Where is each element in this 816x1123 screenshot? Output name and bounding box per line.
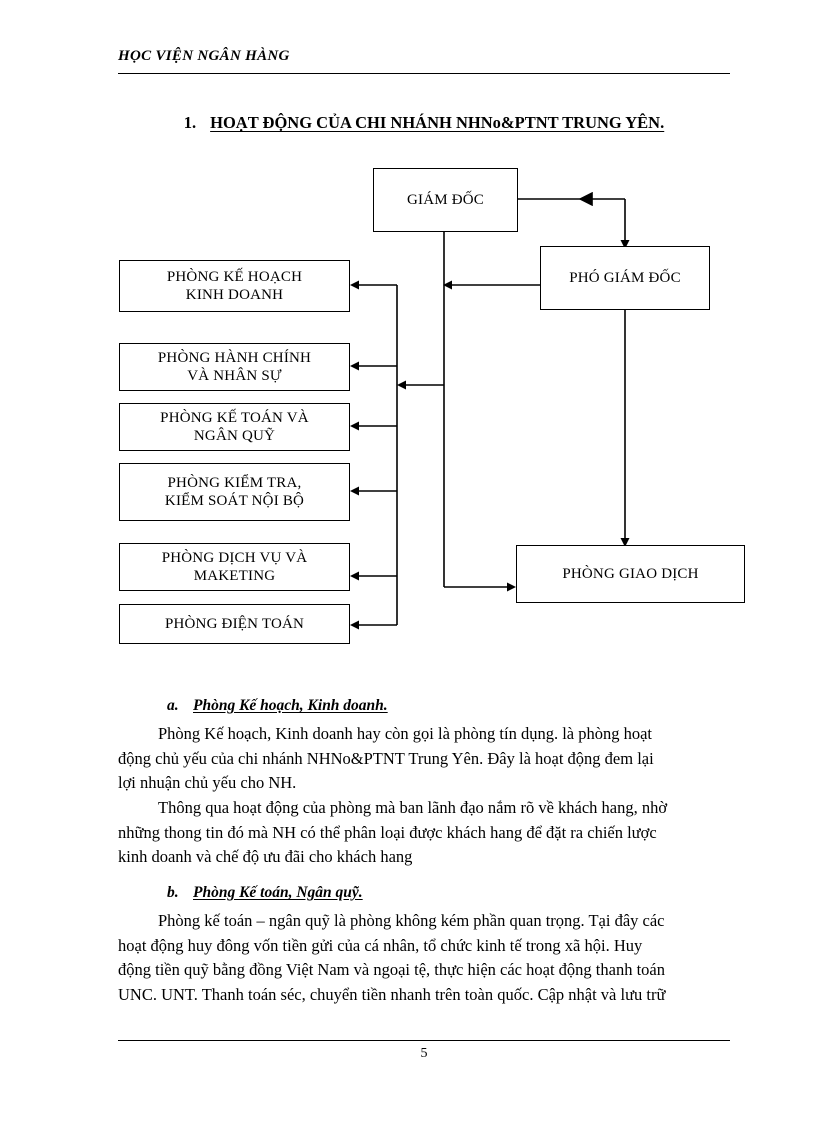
org-node-deputy-director-label: PHÓ GIÁM ĐỐC xyxy=(569,269,681,286)
section-a-marker: a. xyxy=(167,697,179,714)
paragraph-text: Phòng kế toán – ngân quỹ là phòng không … xyxy=(158,911,665,930)
footer-divider xyxy=(118,1040,730,1041)
org-node-service-marketing: PHÒNG DỊCH VỤ VÀ MAKETING xyxy=(119,543,350,591)
org-node-accounting-treasury-line1: PHÒNG KẾ TOÁN VÀ xyxy=(160,409,309,426)
org-node-director-label: GIÁM ĐỐC xyxy=(406,191,485,208)
paragraph-line: động tiền quỹ bằng đồng Việt Nam và ngoạ… xyxy=(118,958,732,983)
paragraph-text: hoạt động huy đông vốn tiền gửi của cá n… xyxy=(118,935,643,955)
section-a-label: Phòng Kế hoạch, Kinh doanh. xyxy=(193,697,388,714)
org-node-admin-hr-label: PHÒNG HÀNH CHÍNH VÀ NHÂN SỰ xyxy=(158,349,311,386)
section-a-heading: a. Phòng Kế hoạch, Kinh doanh. xyxy=(167,697,388,715)
paragraph-line: lợi nhuận chủ yếu cho NH. xyxy=(118,771,732,796)
paragraph-text: những thong tin đó mà NH có thể phân loạ… xyxy=(118,822,657,842)
org-node-admin-hr-line2: VÀ NHÂN SỰ xyxy=(187,368,282,384)
org-node-planning-business-label: PHÒNG KẾ HOẠCH KINH DOANH xyxy=(167,268,302,305)
institution-name: HỌC VIỆN NGÂN HÀNG xyxy=(118,48,290,64)
page-title: 1. HOẠT ĐỘNG CỦA CHI NHÁNH NHNo&PTNT TRUN… xyxy=(118,113,730,133)
paragraph-text: UNC. UNT. Thanh toán séc, chuyển tiền nh… xyxy=(118,984,666,1004)
org-node-inspection-control: PHÒNG KIỂM TRA, KIỂM SOÁT NỘI BỘ xyxy=(119,463,350,521)
org-node-admin-hr: PHÒNG HÀNH CHÍNH VÀ NHÂN SỰ xyxy=(119,343,350,391)
org-node-deputy-director: PHÓ GIÁM ĐỐC xyxy=(540,246,710,310)
org-node-inspection-control-label: PHÒNG KIỂM TRA, KIỂM SOÁT NỘI BỘ xyxy=(165,474,304,511)
paragraph-line: Phòng Kế hoạch, Kinh doanh hay còn gọi l… xyxy=(118,722,732,747)
org-node-service-marketing-label: PHÒNG DỊCH VỤ VÀ MAKETING xyxy=(162,549,308,586)
paragraph-line: động chủ yếu của chi nhánh NHNo&PTNT Tru… xyxy=(118,747,732,772)
section-a-paragraph-2: Thông qua hoạt động của phòng mà ban lãn… xyxy=(118,796,732,870)
section-a-paragraph-1: Phòng Kế hoạch, Kinh doanh hay còn gọi l… xyxy=(118,722,732,796)
page-title-text: HOẠT ĐỘNG CỦA CHI NHÁNH NHNo&PTNT TRUNG … xyxy=(210,113,665,132)
org-node-planning-business-line2: KINH DOANH xyxy=(185,287,284,303)
org-node-accounting-treasury-line2: NGÂN QUỸ xyxy=(193,428,276,444)
paragraph-text: Thông qua hoạt động của phòng mà ban lãn… xyxy=(158,798,668,817)
section-b-heading: b. Phòng Kế toán, Ngân quỹ. xyxy=(167,884,363,902)
org-node-transaction-office-label: PHÒNG GIAO DỊCH xyxy=(562,565,699,582)
section-b-paragraph-1: Phòng kế toán – ngân quỹ là phòng không … xyxy=(118,909,732,1007)
section-b-label: Phòng Kế toán, Ngân quỹ. xyxy=(193,884,363,901)
section-b-marker: b. xyxy=(167,884,179,901)
paragraph-text: Phòng Kế hoạch, Kinh doanh hay còn gọi l… xyxy=(158,724,653,743)
org-node-service-marketing-line2: MAKETING xyxy=(193,568,276,584)
org-node-it-department-label: PHÒNG ĐIỆN TOÁN xyxy=(164,615,305,632)
org-node-accounting-treasury-label: PHÒNG KẾ TOÁN VÀ NGÂN QUỸ xyxy=(160,409,309,446)
paragraph-line: những thong tin đó mà NH có thể phân loạ… xyxy=(118,821,732,846)
org-node-planning-business-line1: PHÒNG KẾ HOẠCH xyxy=(166,268,303,285)
org-node-service-marketing-line1: PHÒNG DỊCH VỤ VÀ xyxy=(161,549,308,566)
org-node-it-department: PHÒNG ĐIỆN TOÁN xyxy=(119,604,350,644)
paragraph-line: Phòng kế toán – ngân quỹ là phòng không … xyxy=(118,909,732,934)
org-node-director: GIÁM ĐỐC xyxy=(373,168,518,232)
org-node-inspection-control-line1: PHÒNG KIỂM TRA, xyxy=(167,474,302,491)
header-divider xyxy=(118,73,730,74)
org-node-planning-business: PHÒNG KẾ HOẠCH KINH DOANH xyxy=(119,260,350,312)
org-node-admin-hr-line1: PHÒNG HÀNH CHÍNH xyxy=(157,349,312,366)
paragraph-line: Thông qua hoạt động của phòng mà ban lãn… xyxy=(118,796,732,821)
paragraph-text: lợi nhuận chủ yếu cho NH. xyxy=(118,773,297,793)
paragraph-line: hoạt động huy đông vốn tiền gửi của cá n… xyxy=(118,934,732,959)
paragraph-text: kinh doanh và chế độ ưu đãi cho khách ha… xyxy=(118,847,413,867)
org-node-inspection-control-line2: KIỂM SOÁT NỘI BỘ xyxy=(164,493,305,509)
org-node-accounting-treasury: PHÒNG KẾ TOÁN VÀ NGÂN QUỸ xyxy=(119,403,350,451)
paragraph-text: động chủ yếu của chi nhánh NHNo&PTNT Tru… xyxy=(118,748,654,768)
paragraph-text: động tiền quỹ bằng đồng Việt Nam và ngoạ… xyxy=(118,960,665,980)
paragraph-line: UNC. UNT. Thanh toán séc, chuyển tiền nh… xyxy=(118,983,732,1008)
paragraph-line: kinh doanh và chế độ ưu đãi cho khách ha… xyxy=(118,845,732,870)
page-number: 5 xyxy=(420,1046,428,1061)
page-title-number: 1. xyxy=(183,113,197,132)
org-node-transaction-office: PHÒNG GIAO DỊCH xyxy=(516,545,745,603)
running-header: HỌC VIỆN NGÂN HÀNG xyxy=(118,47,730,65)
